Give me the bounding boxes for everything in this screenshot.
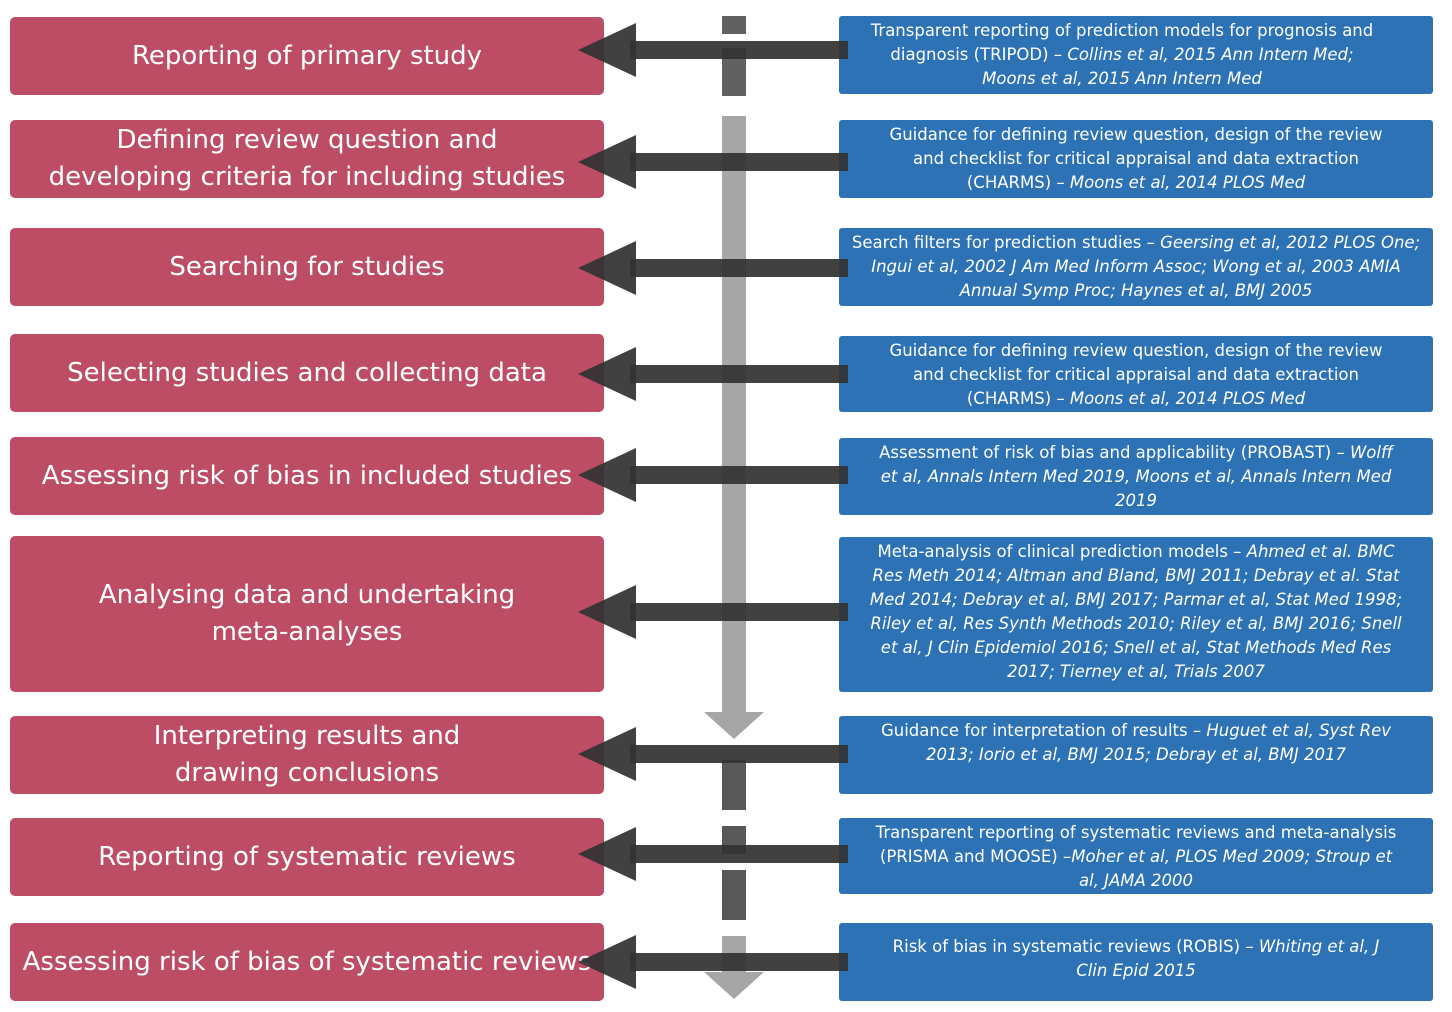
guidance-citation: Ahmed et al. BMC Res Meth 2014; Altman a… [869,542,1403,681]
guidance-separator: – [1141,233,1161,252]
bottom-arrow-head [704,972,764,999]
guidance-separator: – [1187,721,1207,740]
guidance-separator: – [1051,173,1070,192]
guidance-box-robis: Risk of bias in systematic reviews (ROBI… [839,923,1433,1001]
stage-label: Assessing risk of bias of systematic rev… [22,946,592,977]
arrow-1 [578,23,848,77]
guidance-box-prisma: Transparent reporting of systematic revi… [839,818,1433,894]
flow-arrow-shaft [722,116,746,712]
stage-label: Searching for studies [169,251,445,282]
stage-box-interpreting: Interpreting results and drawing conclus… [10,716,604,794]
guidance-separator: – [1227,542,1247,561]
guidance-citation: Wolff et al, Annals Intern Med 2019, Moo… [880,443,1393,510]
guidance-text: Assessment of risk of bias and applicabi… [879,443,1332,462]
arrow-8 [578,827,848,881]
flow-arrow-head [704,712,764,739]
stage-label: Assessing risk of bias in included studi… [41,460,573,491]
guidance-box-tripod: Transparent reporting of prediction mode… [839,16,1433,94]
guidance-text: Risk of bias in systematic reviews (ROBI… [892,937,1241,956]
guidance-separator: – [1057,847,1072,866]
guidance-box-search-filters: Search filters for prediction studies – … [839,228,1433,306]
guidance-citation: Geersing et al, 2012 PLOS One; Ingui et … [871,233,1421,300]
guidance-separator: – [1331,443,1350,462]
stage-box-risk-of-bias-included: Assessing risk of bias in included studi… [10,437,604,515]
guidance-text: Guidance for defining review question, d… [889,125,1383,192]
guidance-box-interpretation: Guidance for interpretation of results –… [839,716,1433,794]
guidance-text: Search filters for prediction studies [851,233,1142,252]
stage-label: Reporting of primary study [131,40,483,71]
guidance-separator: – [1240,937,1259,956]
guidance-text: Guidance for interpretation of results [880,721,1188,740]
stage-label: Selecting studies and collecting data [67,357,547,388]
guidance-text: Transparent reporting of systematic revi… [875,823,1397,866]
guidance-citation: Huguet et al, Syst Rev 2013; Iorio et al… [926,721,1392,764]
arrow-9 [578,935,848,989]
stage-box-analysing-data: Analysing data and undertaking meta-anal… [10,536,604,692]
arrow-3 [578,241,848,295]
stage-box-reporting-primary: Reporting of primary study [10,17,604,95]
stage-label: Interpreting results and drawing conclus… [153,721,461,788]
arrow-2 [578,135,848,189]
arrow-4 [578,347,848,401]
guidance-citation: Whiting et al, J Clin Epid 2015 [1076,937,1380,980]
stage-label: Reporting of systematic reviews [98,841,516,872]
stage-box-risk-of-bias-reviews: Assessing risk of bias of systematic rev… [10,923,604,1001]
guidance-box-probast: Assessment of risk of bias and applicabi… [839,438,1433,515]
stage-label: Analysing data and undertaking meta-anal… [98,580,516,647]
stage-box-searching: Searching for studies [10,228,604,306]
stage-box-selecting: Selecting studies and collecting data [10,334,604,412]
dash-segment [722,16,746,34]
guidance-box-charms-2: Guidance for defining review question, d… [839,336,1433,412]
stage-label: Defining review question and developing … [48,125,566,192]
guidance-citation: Collins et al, 2015 Ann Intern Med; Moon… [982,45,1354,88]
arrow-6 [578,585,848,639]
guidance-text: Meta-analysis of clinical prediction mod… [877,542,1228,561]
guidance-separator: – [1048,45,1068,64]
guidance-citation: Moons et al, 2014 PLOS Med [1069,173,1306,192]
guidance-box-charms-1: Guidance for defining review question, d… [839,120,1433,198]
guidance-text: Guidance for defining review question, d… [889,341,1383,408]
guidance-citation: Moons et al, 2014 PLOS Med [1069,389,1306,408]
guidance-separator: – [1051,389,1070,408]
dash-segment [722,760,746,810]
stage-box-defining-question: Defining review question and developing … [10,120,604,198]
guidance-text: Transparent reporting of prediction mode… [870,21,1374,64]
dash-segment [722,870,746,920]
stage-box-reporting-reviews: Reporting of systematic reviews [10,818,604,896]
arrow-5 [578,448,848,502]
arrow-7 [578,727,848,781]
guidance-citation: Moher et al, PLOS Med 2009; Stroup et al… [1071,847,1393,890]
guidance-box-meta-analysis: Meta-analysis of clinical prediction mod… [839,537,1433,692]
